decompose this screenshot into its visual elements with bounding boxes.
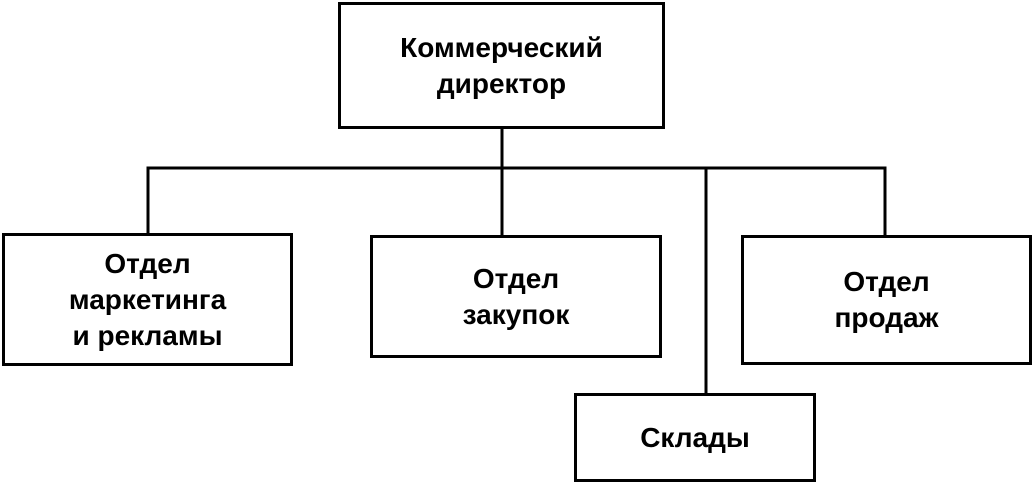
node-warehouses: Склады (574, 393, 816, 482)
node-marketing-department: Отдел маркетинга и рекламы (2, 233, 293, 366)
node-purchasing-department: Отдел закупок (370, 235, 662, 358)
node-label-warehouses: Склады (640, 421, 750, 453)
node-label-purchasing-department: Отдел закупок (462, 262, 570, 330)
node-label-marketing-department: Отдел маркетинга и рекламы (68, 247, 227, 351)
node-label-commercial-director: Коммерческий директор (400, 31, 603, 99)
node-label-sales-department: Отдел продаж (834, 266, 939, 333)
node-sales-department: Отдел продаж (741, 235, 1032, 365)
node-commercial-director: Коммерческий директор (338, 2, 665, 129)
